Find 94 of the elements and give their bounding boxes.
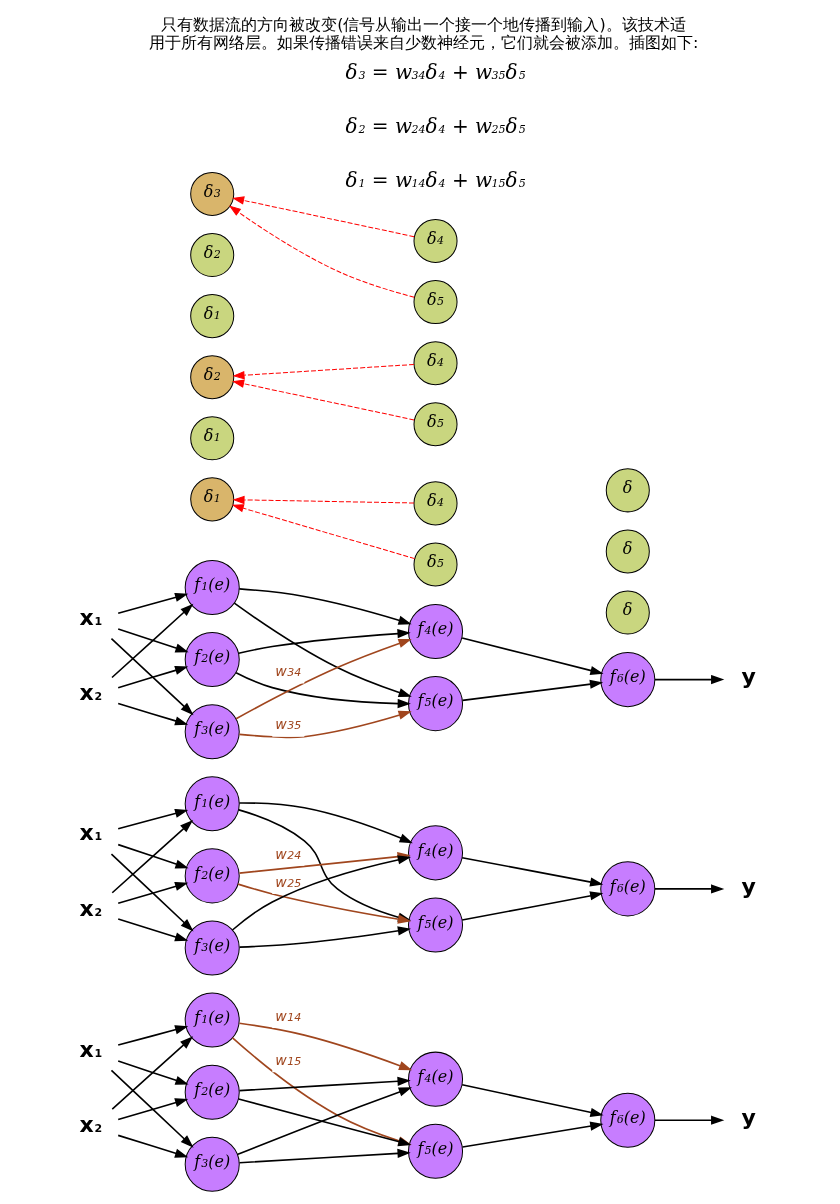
node-circle: δ5 <box>413 280 458 325</box>
node-circle: f3(e) <box>184 704 240 760</box>
edge-label: w14 <box>275 1007 302 1024</box>
edge-label: w24 <box>275 845 302 862</box>
arrow <box>117 881 189 905</box>
edge-label: w34 <box>275 663 302 680</box>
arrow <box>110 853 194 932</box>
node-text: y <box>741 873 756 899</box>
node-circle: f3(e) <box>184 920 240 976</box>
arrow <box>233 363 415 380</box>
arrow <box>233 602 412 698</box>
arrow <box>237 629 411 655</box>
node-circle: f2(e) <box>184 1064 240 1120</box>
arrow <box>654 674 725 685</box>
arrow <box>461 1083 604 1117</box>
node-circle: δ2 <box>190 233 235 278</box>
arrow <box>117 1025 189 1046</box>
node-circle: f5(e) <box>408 676 464 732</box>
arrow <box>117 1060 189 1085</box>
node-text: x2 <box>79 680 103 706</box>
arrow <box>461 1121 604 1148</box>
node-circle: f2(e) <box>184 848 240 904</box>
arrow <box>238 588 412 625</box>
arrow <box>654 884 725 894</box>
arrow <box>117 1134 189 1158</box>
node-text: x2 <box>79 1111 103 1137</box>
node-text: x1 <box>79 605 103 631</box>
arrow <box>238 1076 411 1092</box>
node-text: x1 <box>79 820 103 846</box>
arrow <box>461 891 604 921</box>
node-text: x2 <box>79 895 103 921</box>
diagram-title: 只有数据流的方向被改变(信号从输出一个接一个地传播到输入)。该技术适用于所有网络层。如果传播错误来自少数神经元，它们就会被添加。插图如下: <box>149 14 699 52</box>
arrow <box>233 495 415 504</box>
arrow <box>110 1069 194 1148</box>
node-circle: f4(e) <box>408 825 464 881</box>
edge-label: w25 <box>275 873 302 890</box>
arrow <box>229 205 415 298</box>
arrow <box>235 671 411 709</box>
node-circle: δ <box>605 468 650 513</box>
node-circle: δ2 <box>190 355 235 400</box>
arrow <box>461 637 604 675</box>
node-circle: δ5 <box>413 402 458 447</box>
node-circle: f6(e) <box>600 652 656 708</box>
node-text: x1 <box>79 1036 103 1062</box>
arrow <box>238 1148 411 1164</box>
arrow <box>117 702 189 726</box>
arrow <box>117 843 189 869</box>
arrow <box>233 379 415 421</box>
edge-label: w35 <box>275 716 302 733</box>
arrow <box>238 802 413 844</box>
node-circle: δ5 <box>413 542 458 587</box>
node-circle: f1(e) <box>184 559 240 615</box>
node-circle: f1(e) <box>184 776 240 832</box>
arrow <box>238 926 412 948</box>
node-circle: δ <box>605 590 650 635</box>
arrow <box>117 918 189 942</box>
node-circle: δ3 <box>190 171 235 216</box>
node-text: y <box>741 1104 756 1130</box>
node-circle: δ1 <box>190 294 235 339</box>
arrow <box>461 679 604 702</box>
node-circle: f4(e) <box>408 604 464 660</box>
label: δ1 = w14δ4 + w15δ5 <box>345 167 526 192</box>
node-circle: δ <box>605 529 650 574</box>
node-circle: f2(e) <box>184 632 240 688</box>
node-text: y <box>741 664 756 690</box>
node-circle: f3(e) <box>184 1136 240 1192</box>
edge-label: w15 <box>275 1051 302 1068</box>
node-circle: δ4 <box>413 218 458 264</box>
label: δ3 = w34δ4 + w35δ5 <box>345 59 526 84</box>
arrow <box>110 637 194 716</box>
arrow <box>117 628 189 653</box>
arrow <box>232 504 416 560</box>
node-circle: f1(e) <box>184 992 240 1048</box>
node-circle: f4(e) <box>408 1051 464 1107</box>
arrow <box>117 808 189 830</box>
arrow <box>461 856 604 887</box>
node-circle: f6(e) <box>600 1092 656 1148</box>
arrow <box>233 196 415 238</box>
arrow <box>117 592 189 615</box>
arrow <box>654 1115 725 1125</box>
arrow <box>111 603 194 679</box>
arrow <box>117 1098 189 1121</box>
node-circle: δ4 <box>413 341 458 386</box>
node-circle: δ1 <box>190 477 235 522</box>
node-circle: f6(e) <box>600 861 656 917</box>
node-circle: f5(e) <box>408 1123 464 1179</box>
node-circle: δ4 <box>413 481 458 526</box>
arrow <box>111 1036 194 1110</box>
node-circle: δ1 <box>190 416 235 461</box>
label: δ2 = w24δ4 + w25δ5 <box>345 113 526 138</box>
arrow <box>117 665 189 689</box>
arrow <box>111 820 194 894</box>
node-circle: f5(e) <box>408 897 464 953</box>
arrow <box>235 639 412 720</box>
